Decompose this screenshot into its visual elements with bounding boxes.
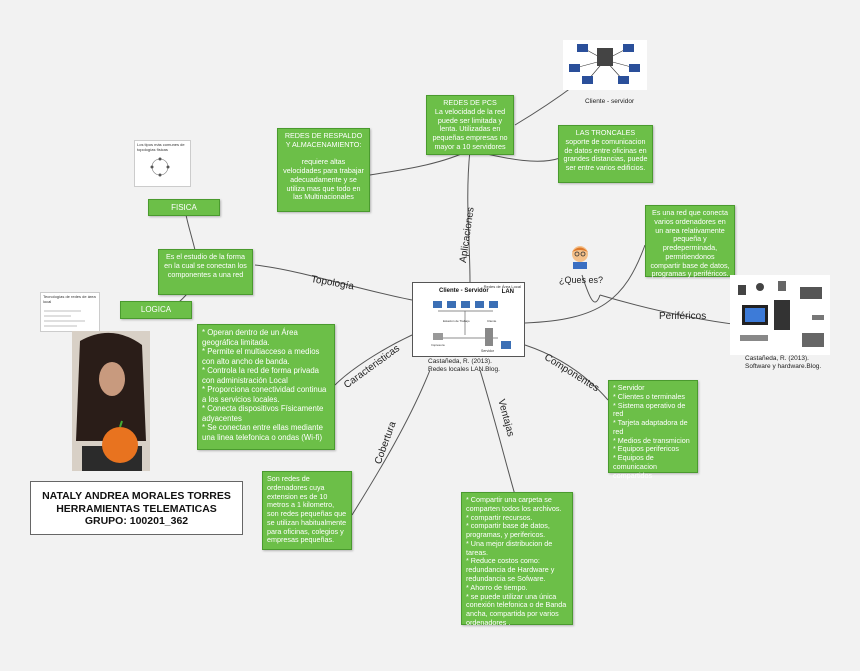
node-caracteristicas: * Operan dentro de un Área geográfica li… (197, 324, 335, 450)
fisica-thumbnail: Los tipos más comunes de topologías físi… (134, 140, 191, 187)
node-topologia: Es el estudio de la forma en la cual se … (158, 249, 253, 295)
author-photo (72, 331, 150, 471)
lan-subtitle: Redes de Área Local (483, 284, 521, 289)
line-cobertura (351, 369, 431, 516)
lan-label: LAN (501, 289, 514, 295)
center-title: Cliente - Servidor (439, 288, 489, 294)
client-server-network-image (563, 40, 647, 90)
node-troncales: LAS TRONCALES soporte de comunicacion de… (558, 125, 653, 183)
fisica-thumb-title: Los tipos más comunes de topologías físi… (137, 142, 185, 152)
center-lan-diagram: Redes de Área Local LAN Cliente - Servid… (412, 282, 525, 357)
group-number: GRUPO: 100201_362 (84, 515, 189, 528)
cliente-servidor-caption: Cliente - servidor (585, 98, 635, 105)
logica-thumb-title: Tecnologías de redes de área local (43, 294, 96, 304)
line-ventajas (479, 369, 516, 496)
person-question-icon (572, 246, 588, 269)
node-fisica: FISICA (148, 199, 220, 216)
author-info-box: NATALY ANDREA MORALES TORRES HERRAMIENTA… (30, 481, 243, 535)
line-caracteristicas (334, 334, 413, 386)
line-aplicaciones (467, 149, 471, 283)
list-lines-icon (44, 310, 85, 326)
node-que-es: Es una red que conecta varios ordenadore… (645, 205, 735, 278)
label-estacion: Estación de Trabajo (443, 319, 470, 323)
ques-es-label: ¿Ques es? (559, 275, 604, 285)
hardware-caption: Castañeda, R. (2013). Software y hardwar… (745, 355, 822, 370)
node-componentes: * Servidor * Clientes o terminales * Sis… (608, 380, 698, 480)
line-ques-icon (581, 274, 601, 303)
branch-perifericos: Periféricos (659, 311, 707, 322)
logica-thumbnail: Tecnologías de redes de área local (40, 292, 100, 332)
node-logica: LOGICA (120, 301, 192, 319)
label-impresora: Impresora (431, 343, 445, 347)
node-ventajas: * Compartir una carpeta se comparten tod… (461, 492, 573, 627)
line-componentes (524, 344, 609, 401)
line-que-es (524, 244, 646, 324)
author-name: NATALY ANDREA MORALES TORRES (42, 490, 231, 502)
label-cliente: Cliente (487, 319, 497, 323)
topology-icon (150, 157, 170, 177)
lan-network-icon (433, 301, 511, 349)
node-cobertura: Son redes de ordenadores cuya extension … (262, 471, 352, 550)
line-perifericos (599, 294, 741, 326)
node-respaldo: REDES DE RESPALDO Y ALMACENAMIENTO: requ… (277, 128, 370, 212)
course-name: HERRAMIENTAS TELEMATICAS (56, 502, 217, 515)
line-topologia (254, 264, 413, 301)
line-cliente-img (514, 84, 576, 126)
label-servidor: Servidor (481, 349, 495, 353)
center-caption: Castañeda, R. (2013). Redes locales LAN.… (428, 358, 500, 373)
node-redes-pcs: REDES DE PCS La velocidad de la red pued… (426, 95, 514, 155)
hardware-peripherals-image (730, 275, 830, 355)
